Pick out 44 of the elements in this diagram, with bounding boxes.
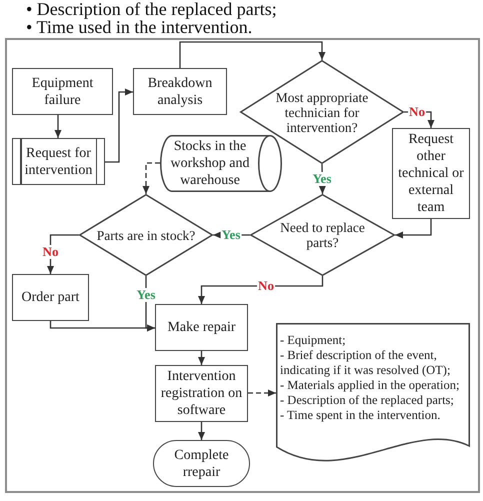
note-text: • Time used in the intervention. [26, 18, 252, 36]
decision-diamond [250, 194, 395, 276]
flow-arrow [198, 351, 205, 365]
subprocess-box [12, 138, 105, 185]
dashed-arrow [142, 162, 160, 194]
process-box [155, 304, 248, 351]
list-item: - Equipment; [280, 333, 347, 348]
edge-label: No [257, 279, 275, 293]
document-shape [276, 323, 470, 463]
flow-arrow [105, 88, 133, 163]
edge-label: Yes [312, 172, 332, 186]
question-text: Parts are in stock? [96, 228, 196, 242]
decision-diamond [79, 194, 213, 276]
list-item: - Brief description of the event, indicating if it was resolved (OT); [280, 348, 452, 378]
step-label: Request other technical or external team [397, 131, 465, 216]
flow-arrow [179, 41, 326, 68]
step-label: Order part [22, 289, 80, 306]
storage-drum [160, 135, 282, 192]
question-text: Most appropriate technician for intervention? [274, 90, 370, 134]
flow-arrow [395, 219, 432, 238]
storage-label: Stocks in the workshop and warehouse [170, 138, 250, 189]
step-label: Breakdown analysis [146, 74, 214, 108]
step-label: Equipment failure [30, 74, 94, 108]
flow-arrow [198, 276, 324, 304]
edge-label: Yes [136, 288, 156, 302]
list-item: - Materials applied in the operation; [280, 378, 460, 393]
edge-label: Yes [220, 228, 242, 242]
step-label: Request for intervention [24, 144, 94, 178]
process-box [12, 68, 113, 115]
step-label: Intervention registration on software [160, 368, 244, 419]
edge-label: No [408, 105, 426, 119]
note-text: • Description of the replaced parts; [26, 0, 277, 18]
end-label: Complete rrepair [173, 446, 230, 480]
edge-label: No [42, 245, 60, 259]
dashed-arrow [248, 390, 276, 396]
flow-arrow [198, 422, 205, 440]
process-box [133, 68, 227, 115]
question-text: Need to replace parts? [279, 220, 366, 250]
step-label: Make repair [167, 319, 236, 336]
flow-arrow [50, 321, 155, 332]
list-item: - Time spent in the intervention. [280, 408, 442, 423]
process-box [12, 274, 89, 321]
flow-arrow [54, 115, 62, 138]
list-item: - Description of the replaced parts; [280, 393, 455, 408]
